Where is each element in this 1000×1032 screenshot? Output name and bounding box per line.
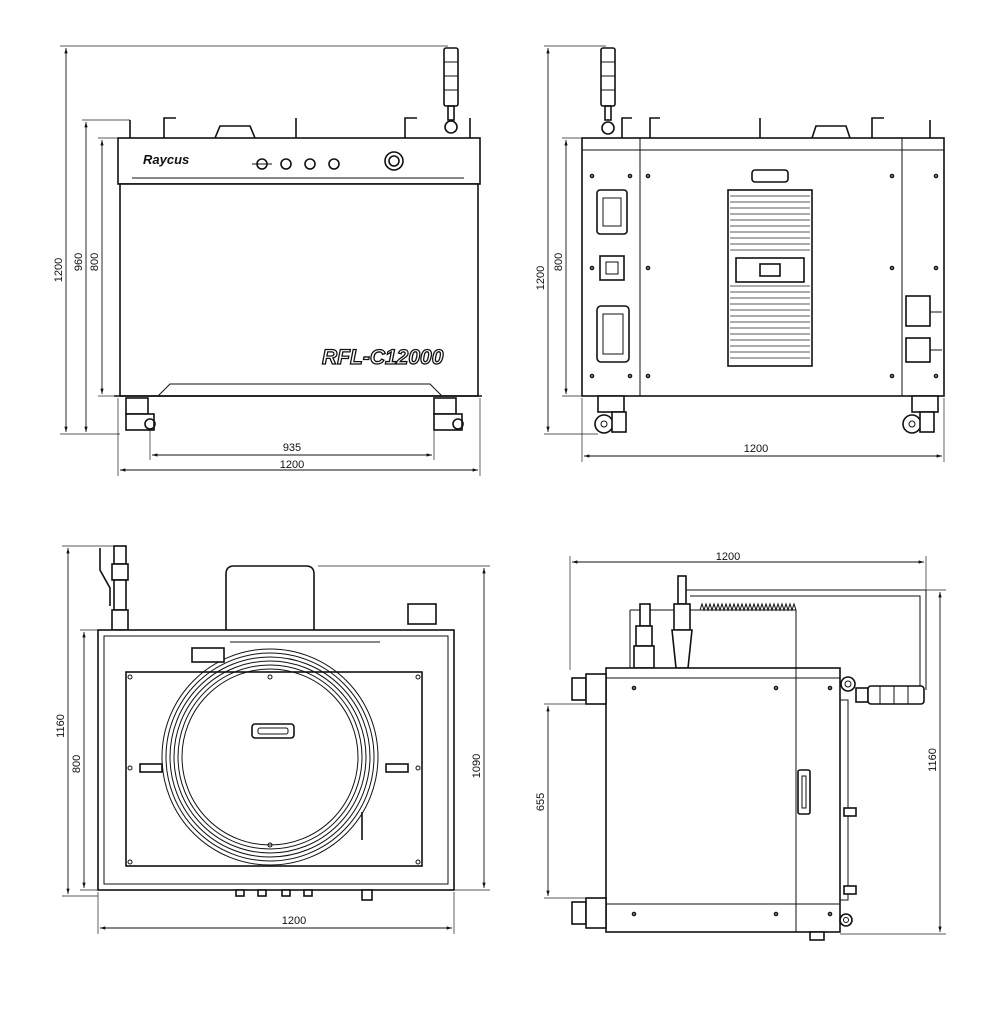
side-cabinet-height-dim: 800 (553, 253, 565, 271)
side-view: 1200 800 1200 (535, 45, 945, 462)
top-depth-dim: 1160 (55, 714, 67, 738)
top-width-dim: 1200 (282, 915, 306, 927)
side-width-dim: 1200 (744, 443, 768, 455)
rear-caster-bottom (571, 897, 607, 929)
rear-width-dim: 1200 (716, 551, 740, 563)
control-buttons (252, 151, 404, 171)
side-connectors (596, 189, 942, 363)
rear-caster-top (571, 673, 607, 705)
brand-logo: Raycus (143, 152, 189, 167)
top-fitting (99, 545, 129, 631)
front-view: Raycus RFL-C12000 120 (53, 45, 482, 476)
front-caster-right (433, 397, 464, 431)
side-caster-left (594, 395, 627, 434)
top-view: 1160 800 1090 1200 (55, 545, 490, 934)
front-top-panel (117, 137, 481, 185)
rear-handle (867, 685, 925, 705)
top-inner-depth-dim: 800 (71, 755, 83, 773)
front-wheel-span-dim: 935 (283, 442, 301, 454)
rear-fitting-left (633, 603, 655, 669)
signal-tower (443, 47, 459, 134)
side-vent-grille (727, 189, 813, 367)
front-overall-height-dim: 1200 (53, 258, 65, 282)
front-width-dim: 1200 (280, 459, 304, 471)
top-right-depth-dim: 1090 (471, 754, 483, 778)
rear-view: 1200 1160 655 (535, 551, 946, 941)
rear-height-dim: 1160 (927, 748, 939, 772)
front-body-height-dim: 960 (73, 253, 85, 271)
front-cabinet (119, 183, 479, 397)
top-bump (225, 565, 315, 630)
fiber-coil (161, 648, 379, 866)
front-caster-left (125, 397, 156, 431)
model-label: RFL-C12000 (322, 346, 444, 369)
side-signal-tower (600, 47, 616, 135)
rear-vent-teeth (699, 602, 797, 612)
front-cabinet-height-dim: 800 (89, 253, 101, 271)
side-height-dim: 1200 (535, 266, 547, 290)
rear-inner-height-dim: 655 (535, 793, 547, 811)
side-caster-right (902, 395, 939, 434)
